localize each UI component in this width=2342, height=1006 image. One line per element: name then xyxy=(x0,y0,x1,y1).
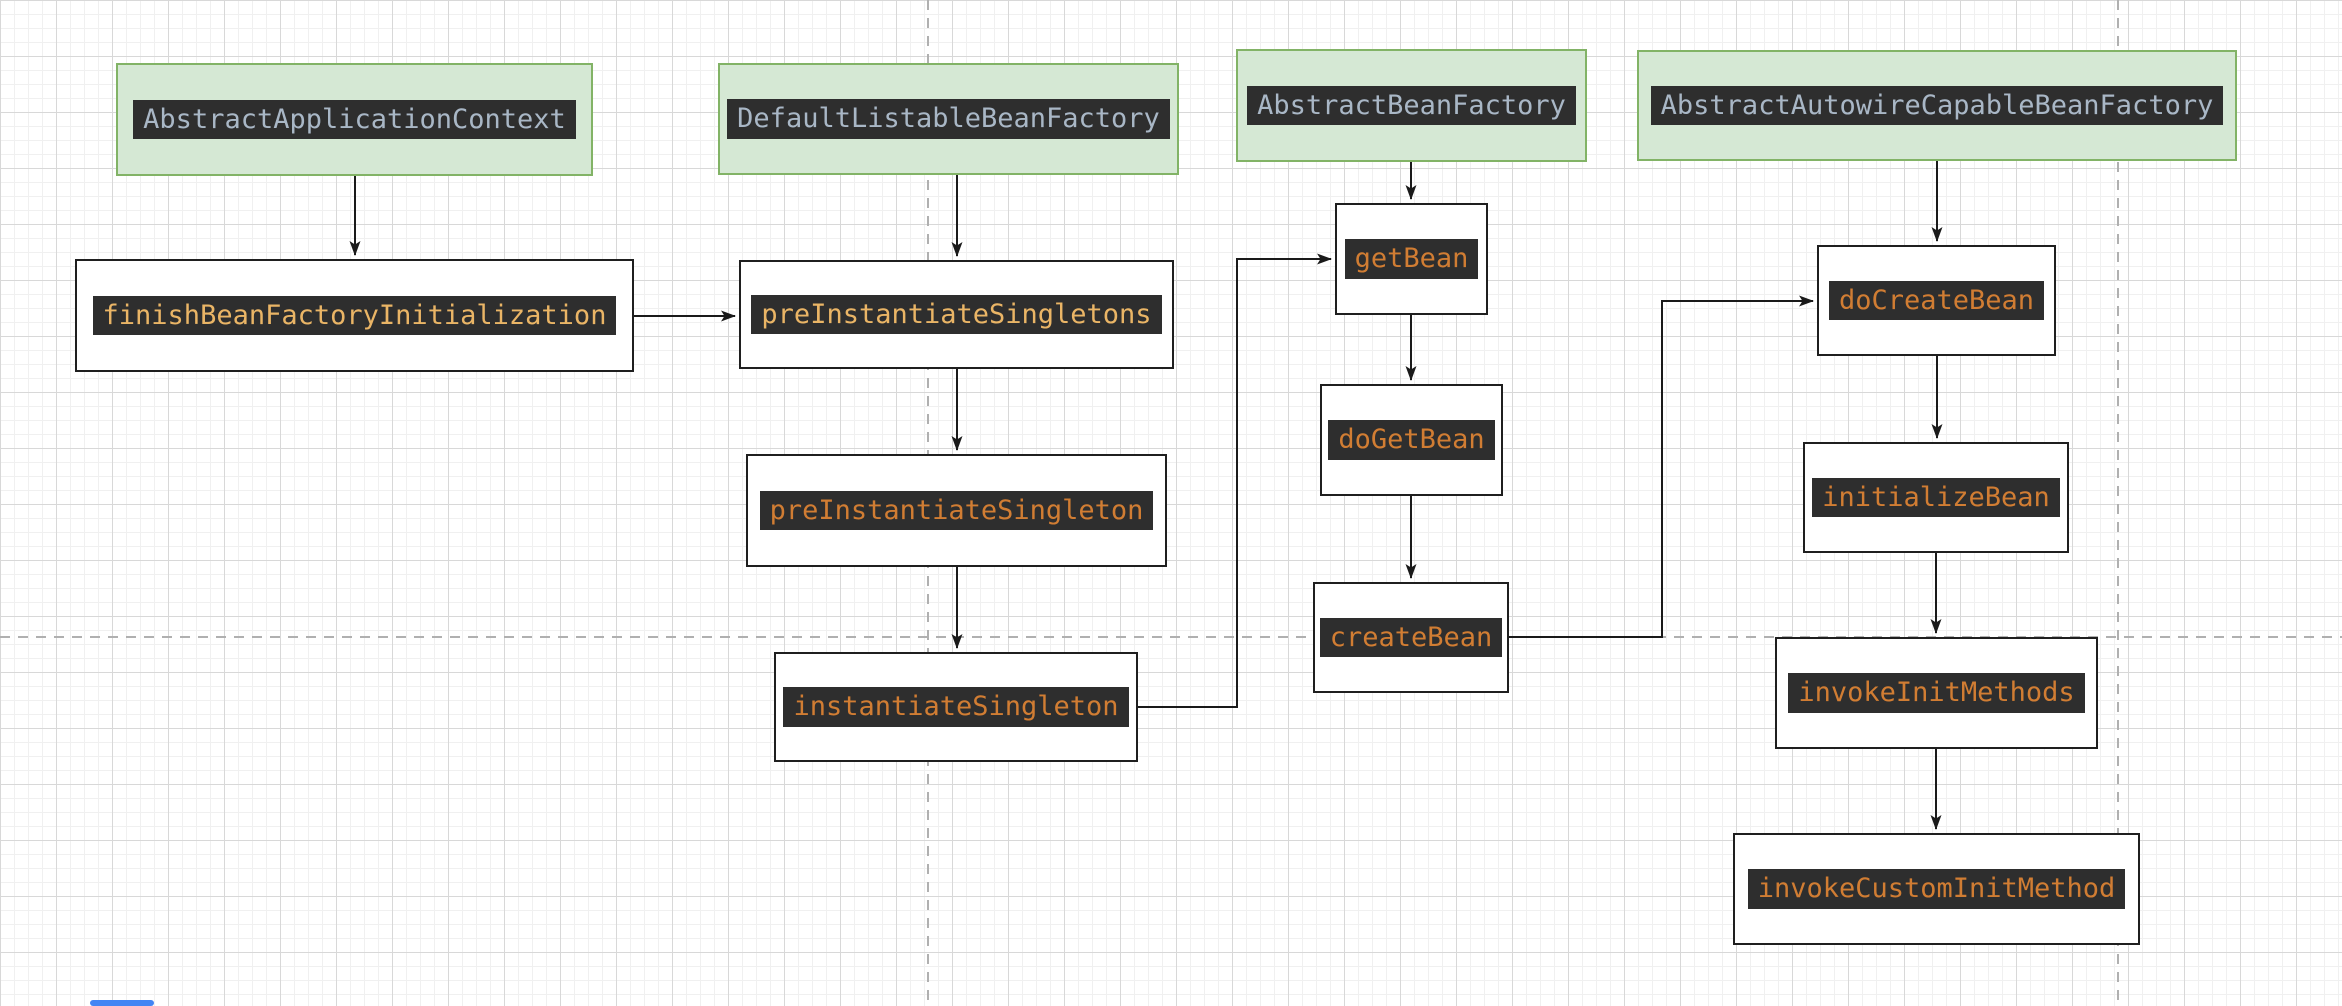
class-node-default-listable-bean-factory[interactable]: DefaultListableBeanFactory xyxy=(718,63,1179,175)
class-label: AbstractAutowireCapableBeanFactory xyxy=(1650,85,2224,126)
method-label: doCreateBean xyxy=(1828,280,2045,321)
class-node-abstract-application-context[interactable]: AbstractApplicationContext xyxy=(116,63,593,176)
method-label: getBean xyxy=(1344,239,1479,279)
method-node-instantiate-singleton[interactable]: instantiateSingleton xyxy=(774,652,1138,762)
method-node-create-bean[interactable]: createBean xyxy=(1313,582,1509,693)
class-node-abstract-autowire-capable-bean-factory[interactable]: AbstractAutowireCapableBeanFactory xyxy=(1637,50,2237,161)
method-label: doGetBean xyxy=(1328,420,1495,460)
class-node-abstract-bean-factory[interactable]: AbstractBeanFactory xyxy=(1236,49,1587,162)
class-label: AbstractBeanFactory xyxy=(1247,85,1576,126)
method-node-do-get-bean[interactable]: doGetBean xyxy=(1320,384,1503,496)
method-node-get-bean[interactable]: getBean xyxy=(1335,203,1488,315)
method-label: preInstantiateSingletons xyxy=(751,294,1162,335)
page-boundary-guide-horizontal xyxy=(0,636,2342,638)
method-label: finishBeanFactoryInitialization xyxy=(92,295,617,336)
method-label: invokeCustomInitMethod xyxy=(1747,869,2126,909)
page-boundary-guide-vertical xyxy=(2117,0,2119,1006)
method-node-invoke-custom-init-method[interactable]: invokeCustomInitMethod xyxy=(1733,833,2140,945)
method-node-pre-instantiate-singletons[interactable]: preInstantiateSingletons xyxy=(739,260,1174,369)
horizontal-scrollbar-thumb[interactable] xyxy=(90,1000,154,1006)
method-label: invokeInitMethods xyxy=(1788,673,2085,713)
method-label: initializeBean xyxy=(1812,477,2060,518)
class-label: DefaultListableBeanFactory xyxy=(727,99,1170,139)
edge-create-bean-to-do-create-bean[interactable] xyxy=(1509,295,1814,638)
edge-instantiate-singleton-to-get-bean[interactable] xyxy=(1138,253,1332,708)
method-node-pre-instantiate-singleton[interactable]: preInstantiateSingleton xyxy=(746,454,1167,567)
method-node-invoke-init-methods[interactable]: invokeInitMethods xyxy=(1775,637,2098,749)
method-node-do-create-bean[interactable]: doCreateBean xyxy=(1817,245,2056,356)
class-label: AbstractApplicationContext xyxy=(133,99,576,140)
method-label: preInstantiateSingleton xyxy=(759,490,1154,531)
method-node-initialize-bean[interactable]: initializeBean xyxy=(1803,442,2069,553)
method-label: instantiateSingleton xyxy=(783,687,1129,727)
method-node-finish-bean-factory-initialization[interactable]: finishBeanFactoryInitialization xyxy=(75,259,634,372)
method-label: createBean xyxy=(1319,617,1503,658)
